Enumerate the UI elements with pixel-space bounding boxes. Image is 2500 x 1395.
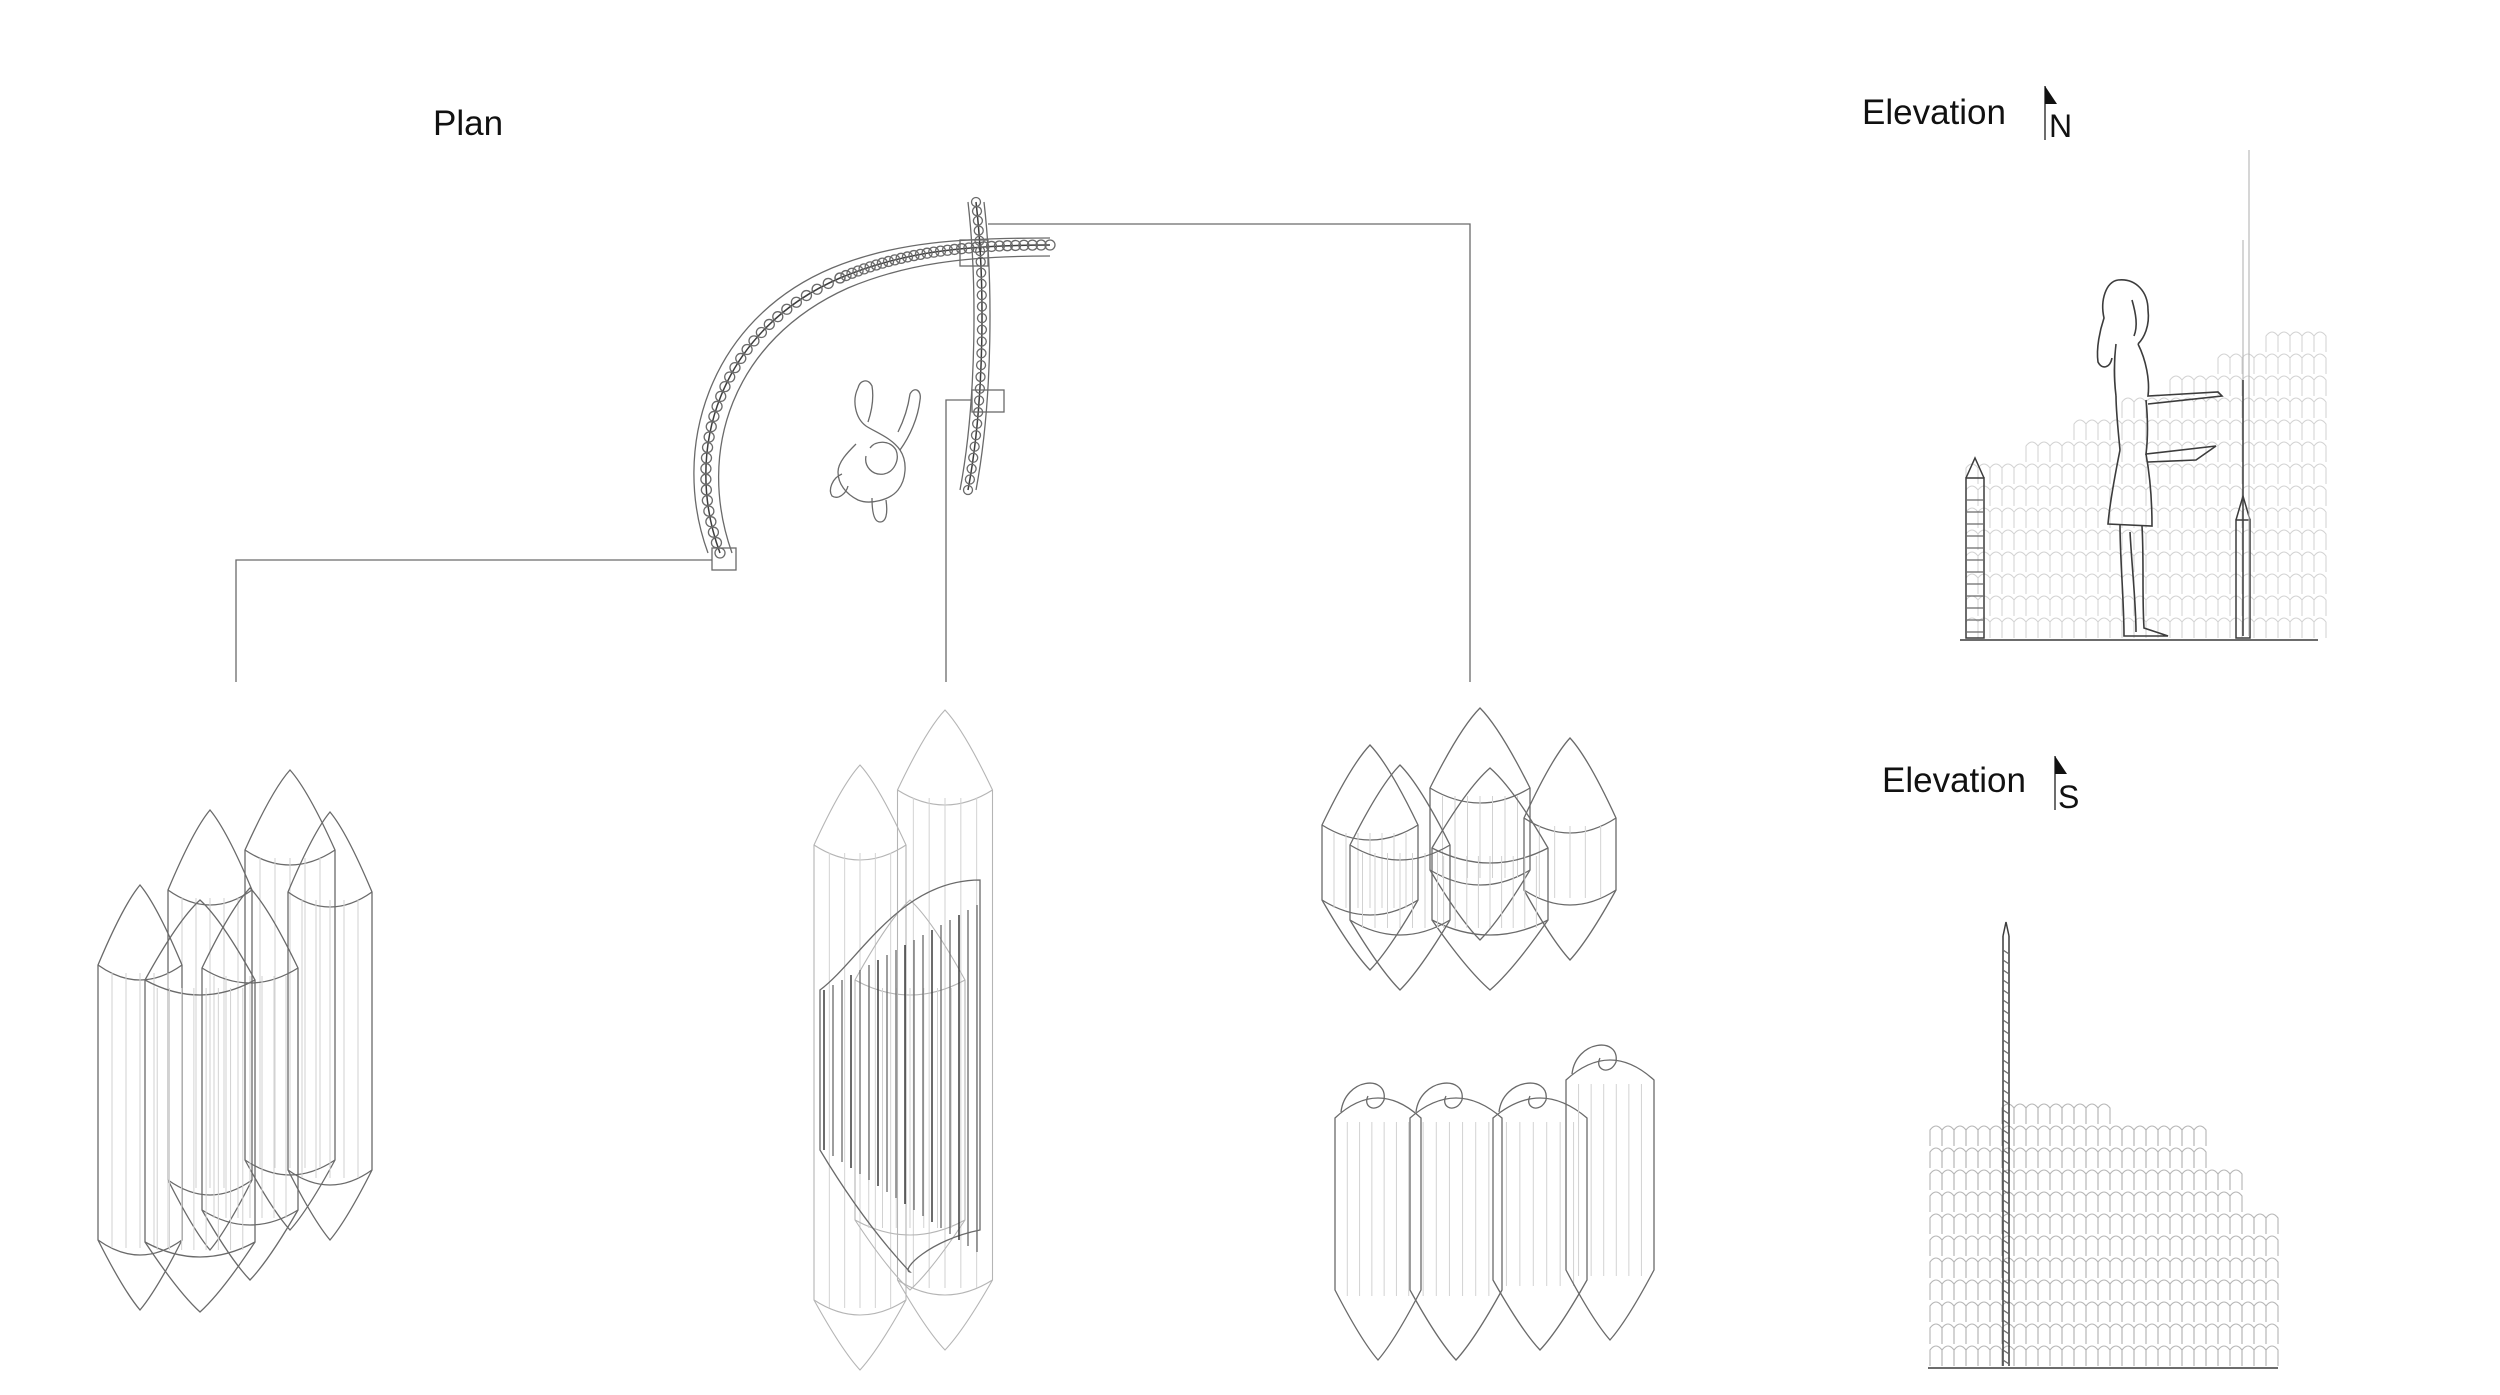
elevation-south-title: Elevation bbox=[1882, 761, 2026, 800]
person-topview-icon bbox=[829, 380, 921, 523]
north-arrow-icon bbox=[2044, 86, 2057, 140]
south-arrow-letter: S bbox=[2058, 779, 2080, 815]
axon-module-center bbox=[813, 709, 994, 1371]
plan-title: Plan bbox=[433, 104, 504, 143]
axon-module-left bbox=[97, 769, 373, 1313]
elevation-north-drawing bbox=[1960, 150, 2327, 641]
south-arrow-icon bbox=[2054, 756, 2067, 810]
elevation-south-drawing bbox=[1928, 921, 2279, 1369]
north-arrow-letter: N bbox=[2049, 108, 2073, 144]
elevation-north-title: Elevation bbox=[1862, 93, 2006, 132]
axon-module-right-bottom bbox=[1334, 1044, 1655, 1361]
plan-drawing bbox=[235, 196, 1471, 682]
axon-module-right-top bbox=[1321, 707, 1617, 991]
woman-standing-icon bbox=[2096, 279, 2224, 637]
